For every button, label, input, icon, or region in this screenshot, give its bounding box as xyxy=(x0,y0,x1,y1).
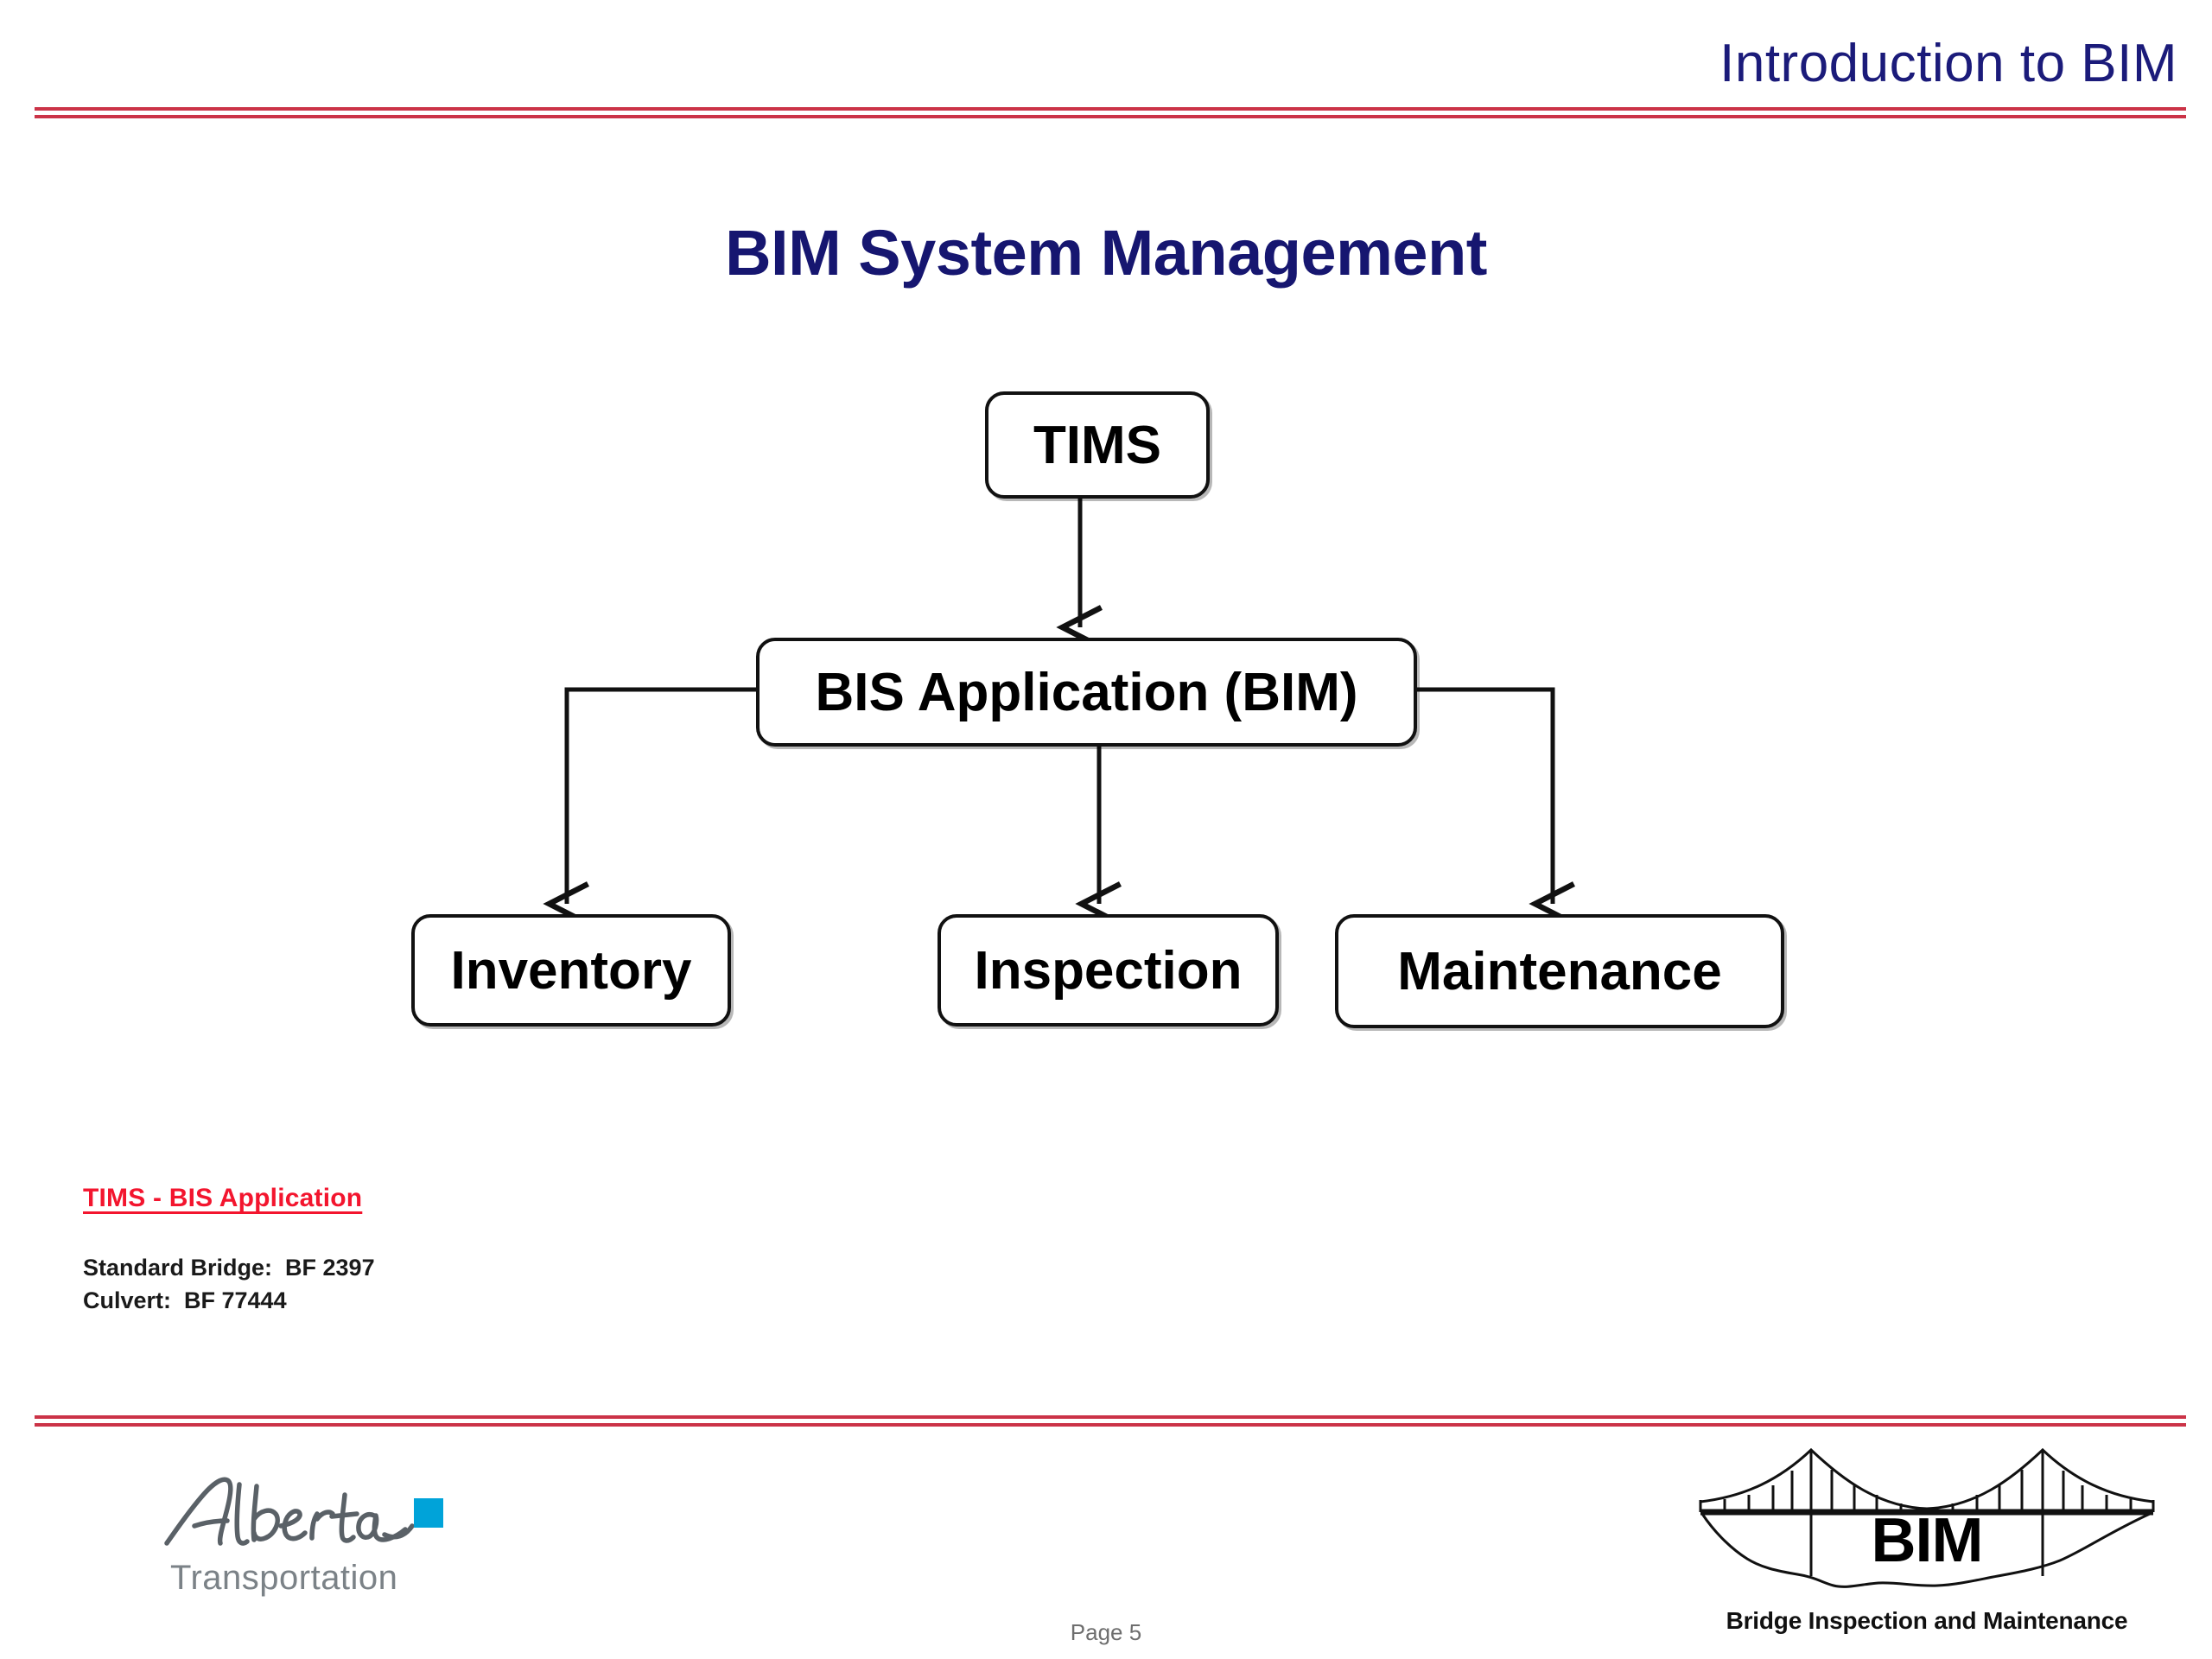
alberta-transportation-logo: Transportation xyxy=(160,1469,471,1616)
note-line-standard-bridge: Standard Bridge: BF 2397 xyxy=(83,1255,375,1281)
header-title: Introduction to BIM xyxy=(1719,34,2177,93)
alberta-accent-square-icon xyxy=(414,1498,443,1528)
node-inventory-label: Inventory xyxy=(450,940,692,1001)
notes-lines: Standard Bridge: BF 2397 Culvert: BF 774… xyxy=(83,1251,861,1318)
bim-logo: BIM Bridge Inspection and Maintenance xyxy=(1694,1445,2160,1652)
system-management-diagram: TIMS BIS Application (BIM) Inventory Ins… xyxy=(411,391,1784,1028)
header-divider-rule xyxy=(35,107,2186,118)
alberta-wordmark-icon xyxy=(164,1477,415,1546)
edge-bis-to-maintenance xyxy=(1417,687,1575,926)
footer-divider-line-top xyxy=(35,1415,2186,1419)
slide-header: Introduction to BIM xyxy=(0,0,2212,130)
page-number: Page 5 xyxy=(1070,1619,1142,1645)
footer-divider-line-bottom xyxy=(35,1423,2186,1427)
notes-heading: TIMS - BIS Application xyxy=(83,1184,363,1212)
page-title: BIM System Management xyxy=(725,217,1487,289)
node-maintenance[interactable]: Maintenance xyxy=(1335,914,1784,1028)
node-bis-application-label: BIS Application (BIM) xyxy=(815,662,1358,722)
node-tims-label: TIMS xyxy=(1033,415,1162,475)
node-tims[interactable]: TIMS xyxy=(985,391,1210,499)
notes-block: TIMS - BIS Application Standard Bridge: … xyxy=(83,1184,861,1318)
diagram-connectors xyxy=(543,499,1575,926)
bim-mark-text: BIM xyxy=(1871,1506,1984,1575)
note-line-culvert: Culvert: BF 77444 xyxy=(83,1287,287,1314)
header-divider-line-bottom xyxy=(35,115,2186,118)
edge-bis-to-inventory xyxy=(543,687,756,926)
node-bis-application[interactable]: BIS Application (BIM) xyxy=(756,638,1417,747)
node-maintenance-label: Maintenance xyxy=(1397,941,1722,1001)
suspension-bridge-icon xyxy=(1699,1447,2155,1588)
alberta-subtitle: Transportation xyxy=(170,1559,398,1597)
bim-logo-caption: Bridge Inspection and Maintenance xyxy=(1726,1607,2128,1634)
node-inventory[interactable]: Inventory xyxy=(411,914,731,1027)
header-divider-line-top xyxy=(35,107,2186,111)
node-inspection-label: Inspection xyxy=(974,940,1243,1001)
node-inspection[interactable]: Inspection xyxy=(938,914,1279,1027)
footer-divider-rule xyxy=(35,1415,2186,1427)
